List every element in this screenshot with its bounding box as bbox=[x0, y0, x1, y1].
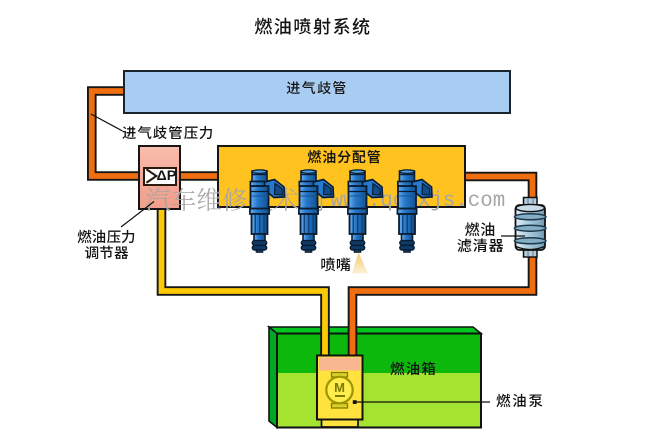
injector-1 bbox=[248, 168, 286, 254]
fuel-return-pipe bbox=[156, 205, 330, 356]
tank-outline bbox=[276, 332, 482, 429]
pointer-lines bbox=[90, 113, 525, 403]
tank-fuel-dark bbox=[277, 333, 481, 373]
manifold-pressure-pointer bbox=[90, 113, 123, 132]
pump-pointer-dot bbox=[352, 400, 357, 404]
fuel-supply-pipe bbox=[347, 171, 538, 356]
manifold-pressure-label: 进气歧管压力 bbox=[122, 121, 215, 143]
fuel-tank bbox=[266, 325, 484, 430]
filter-label: 燃油 滤清器 bbox=[456, 218, 505, 256]
injector-4 bbox=[396, 168, 433, 254]
pump-top-strip bbox=[319, 357, 361, 371]
regulator-pointer bbox=[120, 201, 155, 228]
flow-triangle-shape bbox=[145, 168, 158, 184]
motor-symbol-underline bbox=[334, 395, 345, 397]
nozzle-label: 喷嘴 bbox=[320, 253, 352, 275]
fuel-return-pipe-fill bbox=[158, 205, 328, 356]
fuel-filter bbox=[513, 196, 547, 258]
intake-manifold-label: 进气歧管 bbox=[286, 78, 348, 98]
filter-top-cap bbox=[515, 203, 546, 213]
fuel-rail-label: 燃油分配管 bbox=[307, 147, 382, 167]
filter-rib bbox=[513, 224, 547, 232]
watermark-cjk: 汽车维修技术网 bbox=[145, 181, 325, 217]
delta-p-label: ΔP bbox=[156, 168, 177, 185]
diagram-title: 燃油喷射系统 bbox=[254, 12, 372, 39]
tank-fuel-light bbox=[277, 373, 481, 428]
filter-rib bbox=[513, 237, 547, 245]
motor-symbol: M bbox=[329, 381, 350, 397]
injector-2 bbox=[297, 168, 335, 254]
flow-triangle-icon bbox=[145, 168, 158, 184]
regulator-label: 燃油压力 调节器 bbox=[77, 225, 136, 263]
delta-p-symbol-box: ΔP bbox=[143, 166, 177, 186]
filter-bottom-seam bbox=[515, 245, 545, 251]
pump-label: 燃油泵 bbox=[496, 389, 545, 411]
tank-label: 燃油箱 bbox=[390, 357, 438, 379]
filter-rib bbox=[513, 213, 547, 221]
fuel-pump bbox=[316, 354, 364, 428]
fuel-supply-pipe-fill bbox=[349, 173, 536, 356]
pump-motor-circle bbox=[325, 375, 354, 405]
spray-cone bbox=[351, 252, 368, 274]
injector-3 bbox=[346, 168, 384, 254]
intake-manifold-box: 进气歧管 bbox=[123, 70, 511, 114]
